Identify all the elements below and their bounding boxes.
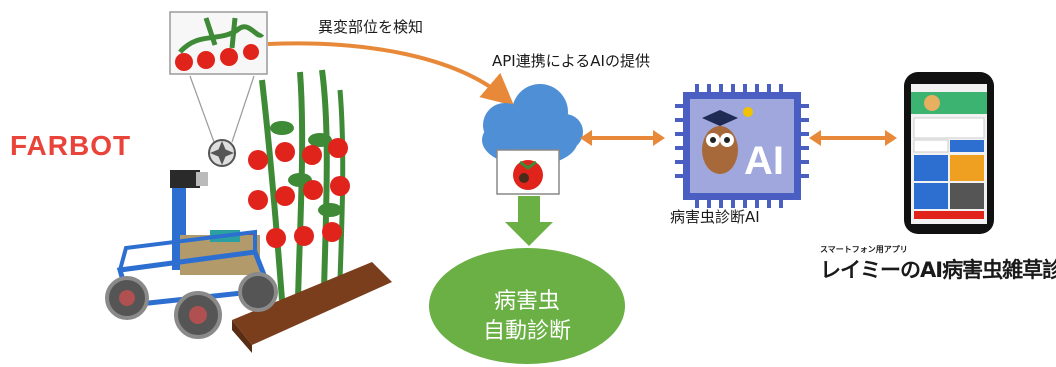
app-subtitle: スマートフォン用アプリ (820, 245, 908, 254)
soil-bed (232, 262, 392, 353)
diagnosis-ellipse (429, 248, 625, 364)
cloud-to-diagnosis-arrow (505, 196, 553, 246)
diagnosis-line1: 病害虫 (493, 289, 560, 314)
tomato-icon (496, 149, 560, 195)
detected-tomato-photo (169, 11, 268, 75)
tomato-plants (238, 69, 350, 301)
ai-caption: 病害虫診断AI (670, 208, 760, 226)
detect-label: 異変部位を検知 (318, 18, 424, 36)
camera-shutter-icon (208, 139, 236, 167)
app-name: レイミーのAI病害虫雑草診断 (820, 258, 1056, 282)
detect-to-cloud-arrow (267, 41, 515, 106)
robot-cart-icon (105, 170, 278, 339)
owl-mascot-icon (702, 107, 753, 174)
farbot-logo: FARBOT (10, 130, 132, 161)
ai-chip-text: AI (744, 139, 784, 183)
ai-chip-icon (675, 84, 809, 208)
api-label: API連携によるAIの提供 (492, 52, 650, 70)
ai-app-double-arrow (809, 130, 897, 146)
diagnosis-line2: 自動診断 (482, 319, 571, 344)
cloud-ai-double-arrow (580, 130, 665, 146)
smartphone-icon (904, 72, 994, 234)
